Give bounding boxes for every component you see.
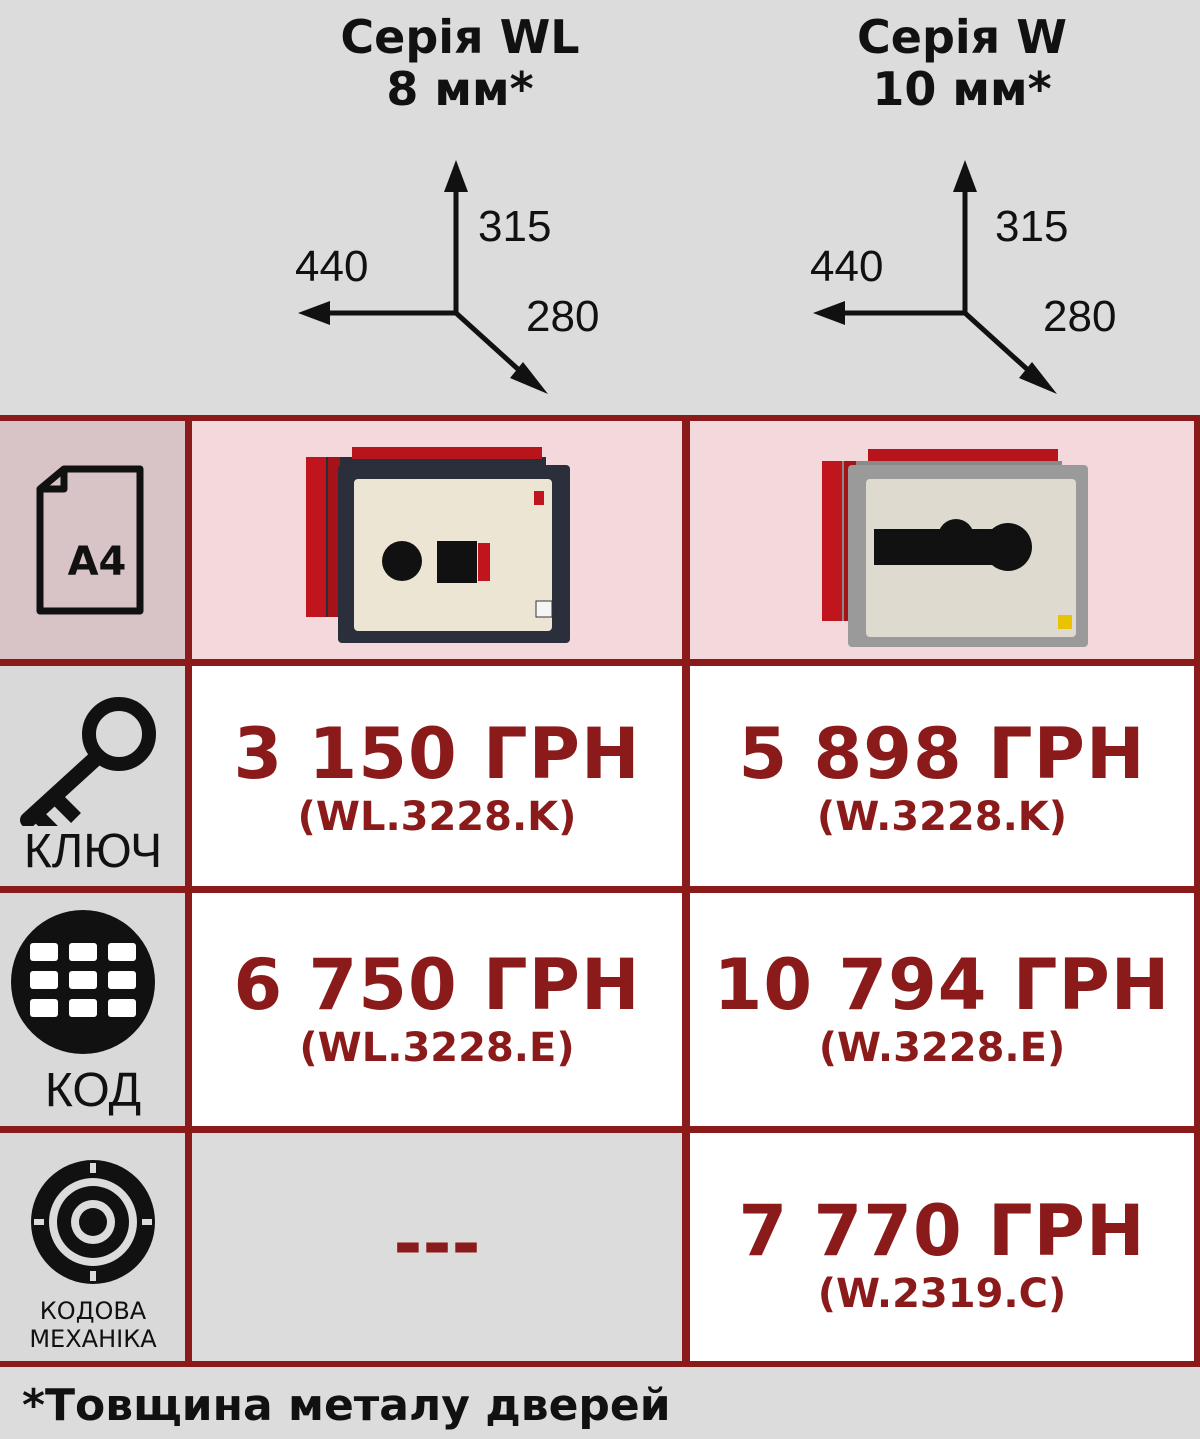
wl-key-price-cell: 3 150 ГРН (WL.3228.K) <box>192 666 682 886</box>
series-w-title: Серія W <box>857 10 1067 64</box>
combination-dial-icon <box>31 1160 155 1284</box>
a4-cell: A4 <box>0 421 185 659</box>
wl-code-price-cell: 6 750 ГРН (WL.3228.E) <box>192 893 682 1126</box>
safe-w-image <box>822 449 1088 647</box>
key-row-label-cell: КЛЮЧ <box>0 666 185 886</box>
axis-arrows-icon <box>298 160 548 394</box>
price-value: 7 770 ГРН <box>738 1190 1146 1272</box>
w-code-price-cell: 10 794 ГРН (W.3228.E) <box>690 893 1194 1126</box>
series-w-dimensions: 315 440 280 <box>805 150 1145 400</box>
model-code: (W.3228.K) <box>816 794 1068 840</box>
width-label: 440 <box>295 242 369 291</box>
w-mechanical-price-cell: 7 770 ГРН (W.2319.C) <box>690 1133 1194 1361</box>
mechanical-row-label-cell: КОДОВА МЕХАНІКА <box>0 1133 185 1361</box>
model-code: (W.2319.C) <box>817 1271 1067 1317</box>
width-label: 440 <box>810 242 884 291</box>
a4-label: A4 <box>67 539 127 585</box>
price-value: 6 750 ГРН <box>233 944 641 1026</box>
model-code: (WL.3228.E) <box>299 1025 575 1071</box>
w-safe-image-cell <box>690 421 1194 659</box>
a4-document-icon <box>36 465 144 615</box>
wl-mechanical-price-cell: --- <box>192 1133 682 1361</box>
series-wl-title: Серія WL <box>340 10 580 64</box>
series-w-header: Серія W 10 мм* <box>712 0 1200 114</box>
keypad-icon <box>11 910 155 1054</box>
height-label: 315 <box>478 202 552 251</box>
series-wl-header: Серія WL 8 мм* <box>210 0 710 114</box>
series-wl-dimensions: 315 440 280 <box>290 150 630 400</box>
wl-safe-image-cell <box>192 421 682 659</box>
mechanical-label-line2: МЕХАНІКА <box>29 1325 157 1353</box>
price-value: 3 150 ГРН <box>233 713 641 795</box>
w-key-price-cell: 5 898 ГРН (W.3228.K) <box>690 666 1194 886</box>
height-label: 315 <box>995 202 1069 251</box>
mechanical-label-line1: КОДОВА <box>39 1297 147 1325</box>
series-wl-thickness: 8 мм* <box>386 62 534 116</box>
code-label: КОД <box>44 1064 142 1117</box>
not-available-dash: --- <box>393 1203 481 1285</box>
safe-wl-image <box>306 447 570 643</box>
key-label: КЛЮЧ <box>23 825 163 878</box>
model-code: (WL.3228.K) <box>297 794 577 840</box>
model-code: (W.3228.E) <box>818 1025 1066 1071</box>
key-icon <box>20 697 156 826</box>
depth-label: 280 <box>526 292 600 341</box>
price-value: 5 898 ГРН <box>738 713 1146 795</box>
price-value: 10 794 ГРН <box>713 944 1171 1026</box>
series-w-thickness: 10 мм* <box>872 62 1052 116</box>
price-table: A4 <box>0 415 1200 1367</box>
depth-label: 280 <box>1043 292 1117 341</box>
footnote: *Товщина металу дверей <box>22 1380 671 1431</box>
axis-arrows-icon <box>813 160 1057 394</box>
code-row-label-cell: КОД <box>0 893 185 1126</box>
